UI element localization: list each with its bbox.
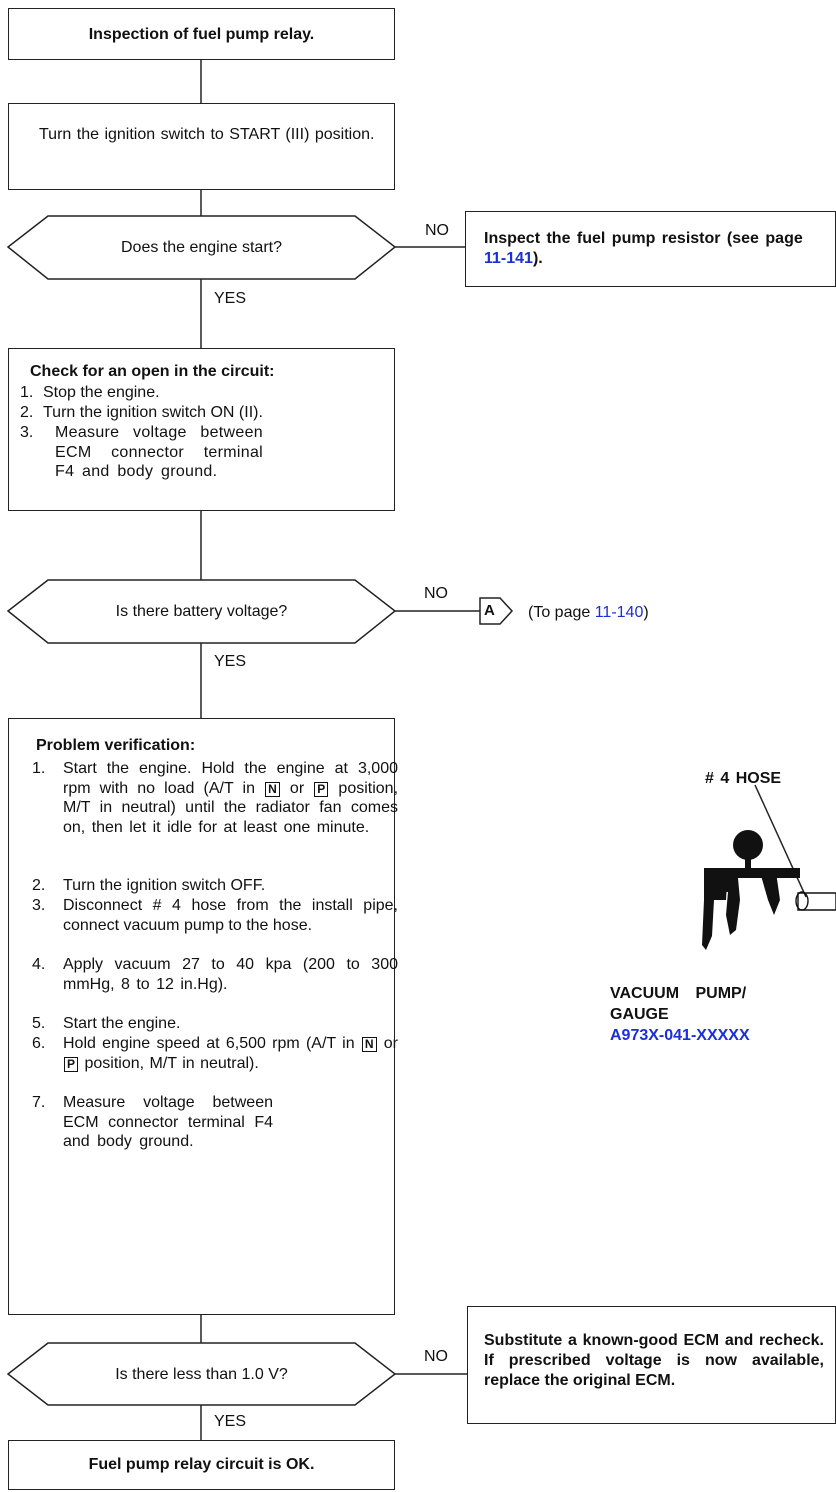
step-ignition-start-box: Turn the ignition switch to START (III) … — [8, 103, 395, 190]
no-label: NO — [425, 222, 449, 239]
decision-less-than-1v-text: Is there less than 1.0 V? — [115, 1366, 288, 1383]
step-inspection-text: Inspection of fuel pump relay. — [88, 26, 315, 43]
key-p: P — [64, 1056, 79, 1072]
step-inspection-box: Inspection of fuel pump relay. — [8, 8, 395, 60]
result-substitute-ecm-text: Substitute a known-good ECM and recheck.… — [484, 1332, 824, 1389]
yes-label: YES — [214, 653, 247, 670]
list-number: 1. — [32, 760, 46, 777]
decision-diamond-battery-voltage — [6, 579, 397, 644]
hose-label: # 4 HOSE — [705, 770, 782, 787]
list-item: Stop the engine. — [43, 384, 160, 401]
hose-leader-line — [754, 784, 807, 898]
key-p: P — [314, 781, 329, 797]
no-label: NO — [424, 585, 448, 602]
decision-diamond-engine-start — [6, 215, 397, 280]
list-number: 2. — [20, 404, 34, 421]
list-number: 3. — [32, 897, 46, 914]
list-number: 2. — [32, 877, 46, 894]
step-check-open-box: Check for an open in the circuit: 1. Sto… — [8, 348, 395, 511]
list-number: 6. — [32, 1035, 46, 1052]
result-circuit-ok-box: Fuel pump relay circuit is OK. — [8, 1440, 395, 1490]
result-circuit-ok-text: Fuel pump relay circuit is OK. — [88, 1456, 315, 1473]
goto-page-text: (To page 11-140) — [528, 604, 649, 621]
list-item: Apply vacuum 27 to 40 kpa (200 to 300 mm… — [63, 956, 398, 993]
list-number: 3. — [20, 424, 34, 441]
decision-battery-voltage-text: Is there battery voltage? — [115, 603, 288, 620]
list-number: 7. — [32, 1094, 46, 1111]
list-item: Start the engine. — [63, 1015, 181, 1032]
list-item: Measure voltage between ECM connector te… — [63, 1094, 273, 1150]
list-number: 5. — [32, 1015, 46, 1032]
page-link-11-140[interactable]: 11-140 — [594, 604, 644, 621]
result-substitute-ecm-box: Substitute a known-good ECM and recheck.… — [467, 1306, 836, 1424]
connector-a-label: A — [484, 602, 495, 619]
no-label: NO — [424, 1348, 448, 1365]
step-problem-verification-box: Problem verification: 1. Start the engin… — [8, 718, 399, 1315]
step-check-open-title: Check for an open in the circuit: — [30, 363, 275, 380]
list-item: Turn the ignition switch ON (II). — [43, 404, 263, 421]
decision-diamond-less-than-1v — [6, 1342, 397, 1406]
yes-label: YES — [214, 290, 247, 307]
vacuum-pump-illustration — [702, 830, 836, 950]
tool-name-line2: GAUGE — [610, 1006, 669, 1023]
decision-engine-start-text: Does the engine start? — [121, 239, 282, 256]
tool-name-line1: VACUUM PUMP/ — [610, 985, 747, 1002]
tool-number: A973X-041-XXXXX — [610, 1027, 750, 1044]
key-n: N — [265, 781, 280, 797]
step-problem-verification-title: Problem verification: — [36, 737, 196, 754]
list-number: 4. — [32, 956, 46, 973]
result-inspect-resistor-text: Inspect the fuel pump resistor (see page… — [484, 230, 803, 267]
yes-label: YES — [214, 1413, 247, 1430]
page-link-11-141[interactable]: 11-141 — [484, 250, 533, 267]
list-item: Turn the ignition switch OFF. — [63, 877, 266, 894]
connector-a-symbol — [479, 597, 514, 625]
list-item: Disconnect # 4 hose from the install pip… — [63, 897, 398, 934]
step-ignition-start-text: Turn the ignition switch to START (III) … — [39, 126, 375, 143]
result-inspect-resistor-box: Inspect the fuel pump resistor (see page… — [465, 211, 836, 287]
list-item: Hold engine speed at 6,500 rpm (A/T in N… — [63, 1035, 398, 1072]
list-number: 1. — [20, 384, 34, 401]
list-item: Measure voltage between ECM connector te… — [55, 424, 263, 480]
key-n: N — [361, 1037, 377, 1052]
list-item: Start the engine. Hold the engine at 3,0… — [63, 760, 399, 836]
